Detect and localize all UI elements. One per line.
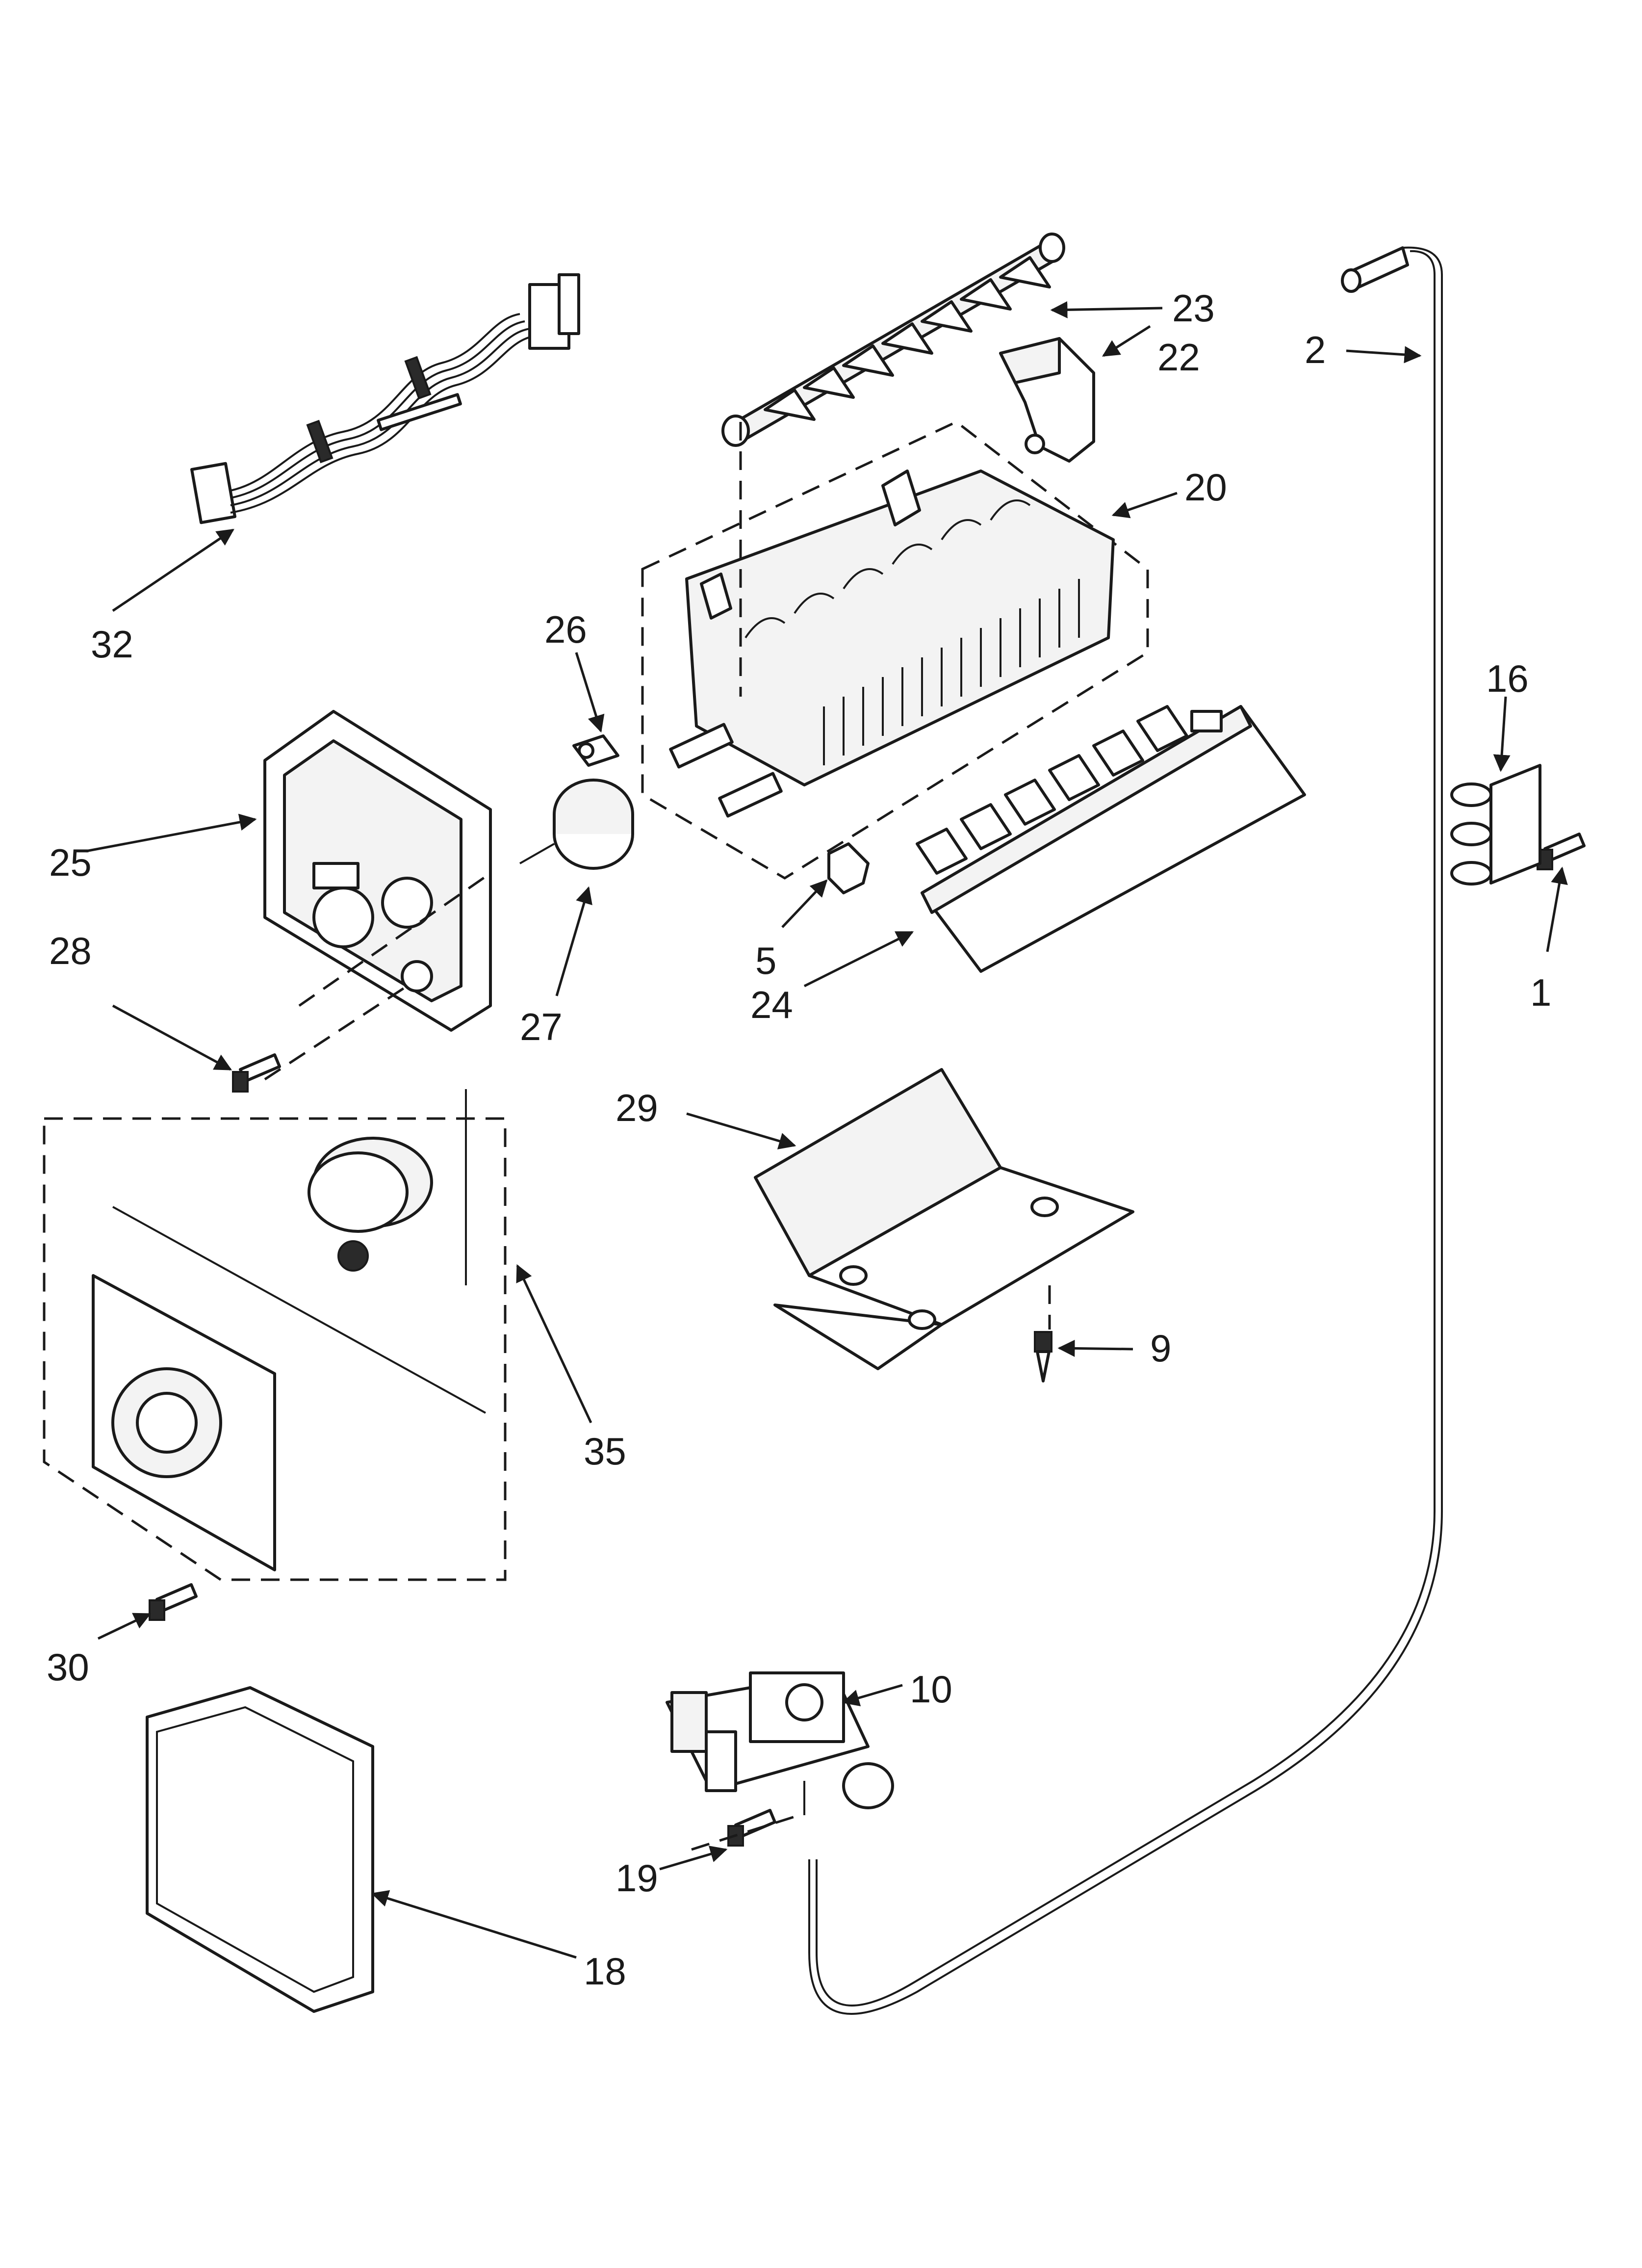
callout-24: 24 (750, 983, 793, 1026)
callout-1: 1 (1530, 971, 1551, 1014)
cover-part (754, 1068, 1134, 1370)
ejector-shaft-part (721, 233, 1065, 447)
callout-10: 10 (910, 1668, 952, 1711)
callout-25: 25 (49, 841, 92, 884)
fill-tube-part (808, 246, 1443, 2015)
callout-20: 20 (1184, 466, 1227, 509)
callout-5: 5 (755, 939, 776, 982)
clip-part (827, 842, 870, 894)
callout-16: 16 (1486, 657, 1529, 700)
callout-27: 27 (520, 1005, 563, 1048)
callout-26: 26 (544, 608, 587, 651)
water-valve-part (666, 1671, 894, 1815)
insulation-pad-part (146, 1686, 374, 2013)
screw-19 (727, 1809, 776, 1847)
bracket-part (999, 337, 1095, 463)
callout-35: 35 (584, 1430, 626, 1473)
callout-29: 29 (616, 1086, 658, 1129)
callout-19: 19 (616, 1856, 658, 1900)
thermostat-part (519, 779, 634, 870)
screw-28 (232, 1053, 281, 1093)
callout-22: 22 (1157, 336, 1200, 379)
callout-9: 9 (1150, 1327, 1171, 1370)
screw-30 (149, 1583, 198, 1621)
wire-harness-part (190, 273, 580, 524)
bracket-clip-part (572, 734, 619, 767)
callout-30: 30 (47, 1645, 89, 1689)
control-housing-part (263, 710, 492, 1032)
tube-clamp-part (1450, 764, 1541, 886)
screw-1 (1537, 833, 1586, 870)
ice-mold-part (641, 420, 1149, 880)
ice-stripper-part (916, 705, 1306, 973)
callout-28: 28 (49, 929, 92, 972)
callout-2: 2 (1305, 328, 1326, 371)
screw-9 (1034, 1331, 1052, 1382)
motor-module-part (43, 1089, 507, 1581)
callout-32: 32 (91, 623, 133, 666)
callout-23: 23 (1172, 287, 1215, 330)
callout-18: 18 (584, 1950, 626, 1993)
